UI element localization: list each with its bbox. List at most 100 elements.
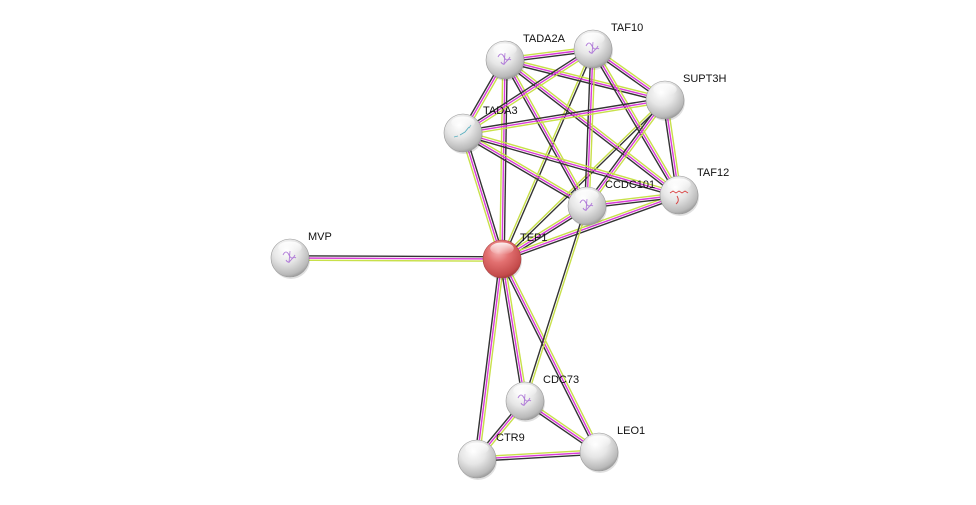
node-ccdc101[interactable]: CCDC101 [567, 179, 655, 227]
node-mvp[interactable]: MVP [270, 231, 332, 279]
edge-line-experiments [462, 132, 503, 260]
edge-line-coexpression [462, 97, 665, 132]
edge-line-experiments [476, 258, 503, 460]
node-ctr9[interactable]: CTR9 [457, 432, 525, 480]
edge-line-coexpression [499, 259, 598, 454]
node-label: TAF12 [697, 167, 729, 179]
node-highlight [493, 43, 517, 56]
edge-line-experiments [289, 257, 503, 260]
edge-line-textmining [463, 101, 666, 136]
edge-line-coexpression [502, 49, 595, 260]
edge-line-textmining [503, 258, 528, 401]
edge-tep1-tada3[interactable] [460, 132, 505, 260]
edge-line-experiments [462, 48, 594, 134]
edge-line-textmining [289, 259, 502, 262]
node-highlight [587, 435, 611, 448]
edge-line-textmining [506, 58, 590, 206]
edge-line-coexpression [462, 134, 679, 198]
edge-line-experiments [501, 194, 680, 260]
node-tep1[interactable]: TEP1 [482, 232, 548, 280]
edge-line-textmining [588, 49, 596, 207]
edge-line-textmining [505, 57, 681, 194]
edge-line-coexpression [290, 255, 503, 258]
edge-taf10-ccdc101[interactable] [584, 48, 596, 207]
edge-ccdc101-cdc73[interactable] [523, 205, 589, 402]
edge-line-textmining [499, 59, 504, 259]
node-taf10[interactable]: TAF10 [573, 22, 643, 70]
edge-line-textmining [500, 98, 665, 259]
node-label: TADA3 [483, 105, 518, 117]
edge-tep1-taf10[interactable] [500, 48, 595, 260]
edge-line-experiments [462, 132, 588, 207]
edge-tep1-cdc73[interactable] [499, 258, 528, 402]
edge-line-textmining [525, 206, 589, 402]
edge-line-textmining [594, 47, 682, 195]
edge-line-experiments [504, 59, 666, 101]
node-highlight [667, 178, 691, 191]
edge-tada2a-ccdc101[interactable] [502, 58, 590, 208]
node-highlight [575, 189, 599, 202]
edge-line-experiments [476, 451, 600, 460]
edge-taf10-taf12[interactable] [590, 47, 682, 197]
edge-line-textmining [463, 130, 680, 194]
edge-taf10-tada3[interactable] [461, 46, 595, 136]
edge-line-experiments [592, 48, 680, 196]
node-label: CCDC101 [605, 179, 655, 191]
edge-supt3h-tada3[interactable] [462, 97, 666, 136]
node-label: SUPT3H [683, 73, 726, 85]
node-highlight [490, 242, 514, 255]
edge-line-textmining [500, 48, 593, 259]
edge-tada3-taf12[interactable] [462, 130, 680, 198]
edge-line-coexpression [502, 196, 680, 262]
edge-line-textmining [588, 100, 668, 208]
protein-structure-icon [669, 190, 689, 205]
edge-line-experiments [462, 132, 680, 196]
node-supt3h[interactable]: SUPT3H [645, 73, 726, 121]
edge-line-experiments [586, 99, 666, 207]
edge-tep1-mvp[interactable] [289, 255, 503, 262]
edge-tep1-leo1[interactable] [499, 257, 602, 454]
edge-line-textmining [505, 57, 666, 99]
edge-tada2a-supt3h[interactable] [504, 57, 666, 103]
node-label: MVP [308, 231, 332, 243]
edge-line-coexpression [461, 134, 587, 209]
edge-line-experiments [504, 59, 588, 207]
node-tada3[interactable]: TADA3 [443, 105, 518, 154]
edge-ctr9-leo1[interactable] [476, 449, 600, 462]
edge-line-coexpression [502, 60, 586, 208]
edge-line-textmining [463, 130, 589, 205]
edge-line-experiments [462, 99, 666, 134]
node-taf12[interactable]: TAF12 [659, 167, 729, 216]
edge-line-coexpression [477, 453, 600, 462]
edge-line-textmining [503, 257, 602, 452]
edge-line-coexpression [503, 61, 679, 198]
node-tada2a[interactable]: TADA2A [485, 33, 566, 81]
node-highlight [653, 83, 677, 96]
node-label: TEP1 [520, 232, 548, 244]
edge-tada3-ccdc101[interactable] [461, 130, 589, 209]
edge-line-experiments [501, 258, 526, 402]
edge-line-textmining [478, 259, 505, 460]
edge-line-coexpression [464, 132, 505, 259]
edge-line-coexpression [523, 205, 587, 401]
node-highlight [581, 32, 605, 45]
node-highlight [513, 384, 537, 397]
edge-line-coexpression [584, 48, 592, 206]
node-label: CDC73 [543, 374, 579, 386]
node-label: TAF10 [611, 22, 643, 34]
edge-line-experiments [501, 258, 600, 453]
node-highlight [278, 241, 302, 254]
edge-line-experiments [586, 48, 594, 207]
edge-line-coexpression [474, 258, 501, 459]
edge-tep1-ctr9[interactable] [474, 258, 505, 460]
edge-line-textmining [476, 449, 599, 458]
edge-line-coexpression [590, 49, 678, 197]
node-label: CTR9 [496, 432, 525, 444]
node-cdc73[interactable]: CDC73 [505, 374, 579, 422]
edge-line-coexpression [499, 259, 524, 402]
edge-line-coexpression [584, 98, 664, 206]
edge-supt3h-ccdc101[interactable] [584, 98, 668, 208]
node-leo1[interactable]: LEO1 [579, 425, 645, 473]
